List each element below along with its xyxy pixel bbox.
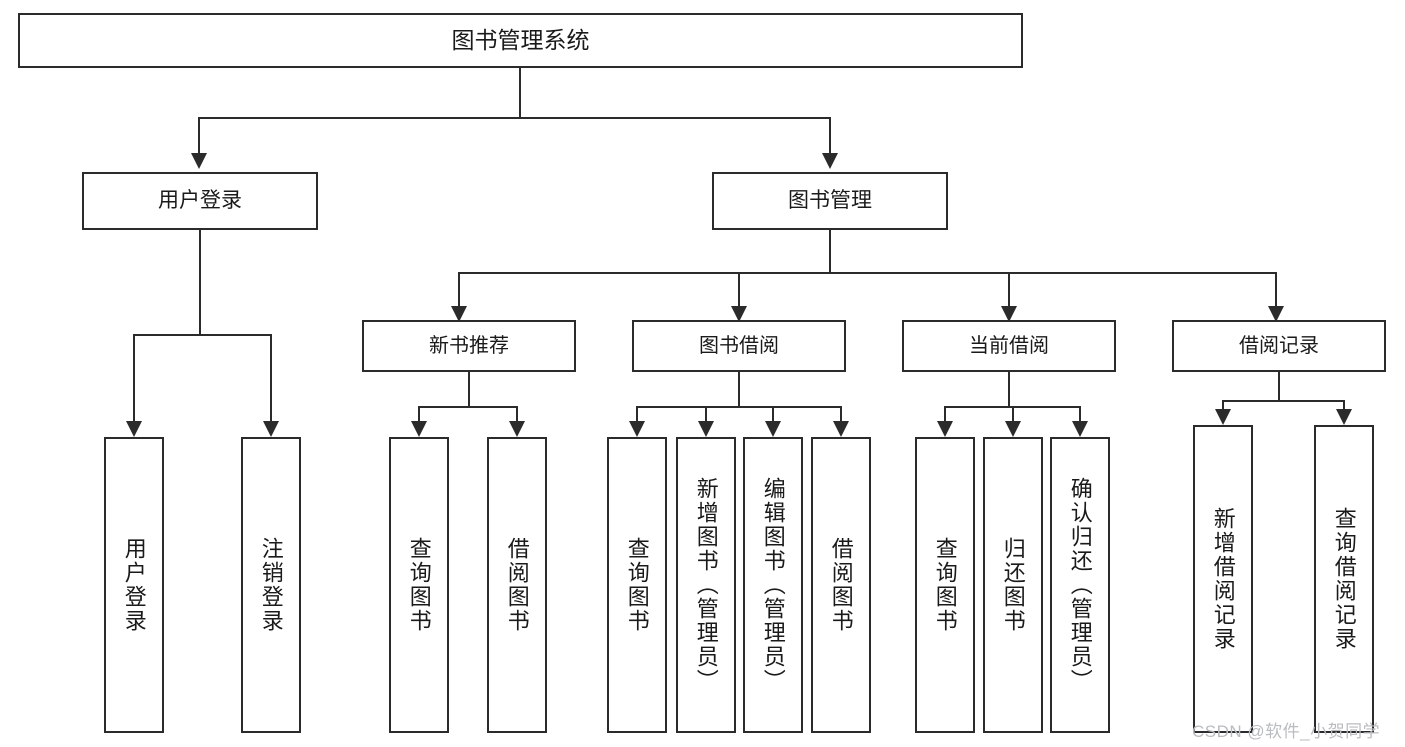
arrowhead-recommend-1 <box>411 421 427 437</box>
arrowhead-borrow-3 <box>765 421 781 437</box>
arrowhead-level1-2 <box>822 153 838 169</box>
connector-record-drop-2 <box>1343 400 1345 409</box>
node-new-book-recommend[interactable]: 新书推荐 <box>362 320 576 372</box>
arrowhead-level2-2 <box>731 306 747 322</box>
leaf-borrow-query-book[interactable]: 查询图书 <box>607 437 667 733</box>
connector-borrow-bus <box>636 406 842 408</box>
arrowhead-recommend-2 <box>509 421 525 437</box>
leaf-label: 用户登录 <box>121 537 147 633</box>
connector-user-login-stem <box>199 230 201 334</box>
arrowhead-borrow-1 <box>629 421 645 437</box>
leaf-record-add-record[interactable]: 新增借阅记录 <box>1193 425 1253 733</box>
connector-user-login-bus <box>133 334 271 336</box>
arrowhead-level2-4 <box>1268 306 1284 322</box>
connector-level1-drop-2 <box>829 117 831 153</box>
node-current-borrow[interactable]: 当前借阅 <box>902 320 1116 372</box>
node-book-management[interactable]: 图书管理 <box>712 172 948 230</box>
connector-record-stem <box>1278 372 1280 400</box>
node-label: 图书借阅 <box>699 334 779 357</box>
leaf-user-login[interactable]: 用户登录 <box>104 437 164 733</box>
leaf-label: 注销登录 <box>258 537 284 633</box>
node-label: 用户登录 <box>158 188 242 212</box>
connector-record-bus <box>1222 400 1345 402</box>
leaf-label: 借阅图书 <box>828 537 854 633</box>
node-root-system[interactable]: 图书管理系统 <box>18 13 1023 68</box>
leaf-label: 新增图书（管理员） <box>693 477 719 693</box>
node-user-login[interactable]: 用户登录 <box>82 172 318 230</box>
leaf-borrow-edit-book[interactable]: 编辑图书（管理员） <box>743 437 803 733</box>
arrowhead-level2-3 <box>1001 306 1017 322</box>
connector-current-drop-1 <box>944 406 946 421</box>
connector-borrow-drop-4 <box>840 406 842 421</box>
connector-level2-drop-1 <box>458 272 460 306</box>
connector-recommend-drop-2 <box>516 406 518 421</box>
leaf-label: 查询借阅记录 <box>1331 507 1357 651</box>
connector-record-drop-1 <box>1222 400 1224 409</box>
arrowhead-current-2 <box>1005 421 1021 437</box>
leaf-recommend-borrow-book[interactable]: 借阅图书 <box>487 437 547 733</box>
connector-borrow-stem <box>738 372 740 406</box>
node-label: 借阅记录 <box>1239 334 1319 357</box>
connector-recommend-stem <box>468 372 470 406</box>
connector-user-login-drop-2 <box>270 334 272 421</box>
watermark-text: CSDN @软件_小贺同学 <box>1192 722 1381 741</box>
arrowhead-current-1 <box>937 421 953 437</box>
leaf-logout[interactable]: 注销登录 <box>241 437 301 733</box>
node-borrow-record[interactable]: 借阅记录 <box>1172 320 1386 372</box>
leaf-borrow-borrow-book[interactable]: 借阅图书 <box>811 437 871 733</box>
arrowhead-level2-1 <box>451 306 467 322</box>
leaf-label: 借阅图书 <box>504 537 530 633</box>
leaf-current-confirm-return[interactable]: 确认归还（管理员） <box>1050 437 1110 733</box>
node-label: 当前借阅 <box>969 334 1049 357</box>
connector-borrow-drop-2 <box>705 406 707 421</box>
arrowhead-current-3 <box>1072 421 1088 437</box>
node-label: 新书推荐 <box>429 334 509 357</box>
connector-borrow-drop-1 <box>636 406 638 421</box>
connector-current-stem <box>1008 372 1010 406</box>
arrowhead-record-2 <box>1336 409 1352 425</box>
arrowhead-borrow-2 <box>698 421 714 437</box>
connector-root-stem <box>519 68 521 117</box>
leaf-record-query-record[interactable]: 查询借阅记录 <box>1314 425 1374 733</box>
arrowhead-user-login-2 <box>263 421 279 437</box>
arrowhead-user-login-1 <box>126 421 142 437</box>
node-label: 图书管理 <box>788 188 872 212</box>
connector-borrow-drop-3 <box>772 406 774 421</box>
node-label: 图书管理系统 <box>451 27 590 54</box>
connector-level2-drop-4 <box>1275 272 1277 306</box>
leaf-label: 编辑图书（管理员） <box>760 477 786 693</box>
leaf-label: 归还图书 <box>1000 537 1026 633</box>
arrowhead-record-1 <box>1215 409 1231 425</box>
leaf-borrow-add-book[interactable]: 新增图书（管理员） <box>676 437 736 733</box>
connector-level2-bus <box>458 272 1277 274</box>
connector-level1-bus <box>198 117 831 119</box>
leaf-current-query-book[interactable]: 查询图书 <box>915 437 975 733</box>
leaf-label: 新增借阅记录 <box>1210 507 1236 651</box>
connector-user-login-drop-1 <box>133 334 135 421</box>
leaf-recommend-query-book[interactable]: 查询图书 <box>389 437 449 733</box>
node-book-borrow[interactable]: 图书借阅 <box>632 320 846 372</box>
connector-level1-drop-1 <box>198 117 200 153</box>
connector-recommend-drop-1 <box>418 406 420 421</box>
arrowhead-borrow-4 <box>833 421 849 437</box>
leaf-label: 确认归还（管理员） <box>1067 477 1093 693</box>
connector-current-drop-2 <box>1012 406 1014 421</box>
leaf-label: 查询图书 <box>932 537 958 633</box>
leaf-label: 查询图书 <box>406 537 432 633</box>
connector-book-mgmt-stem <box>829 230 831 272</box>
connector-level2-drop-3 <box>1008 272 1010 306</box>
connector-current-drop-3 <box>1079 406 1081 421</box>
leaf-current-return-book[interactable]: 归还图书 <box>983 437 1043 733</box>
connector-level2-drop-2 <box>738 272 740 306</box>
arrowhead-level1-1 <box>191 153 207 169</box>
leaf-label: 查询图书 <box>624 537 650 633</box>
connector-recommend-bus <box>418 406 518 408</box>
